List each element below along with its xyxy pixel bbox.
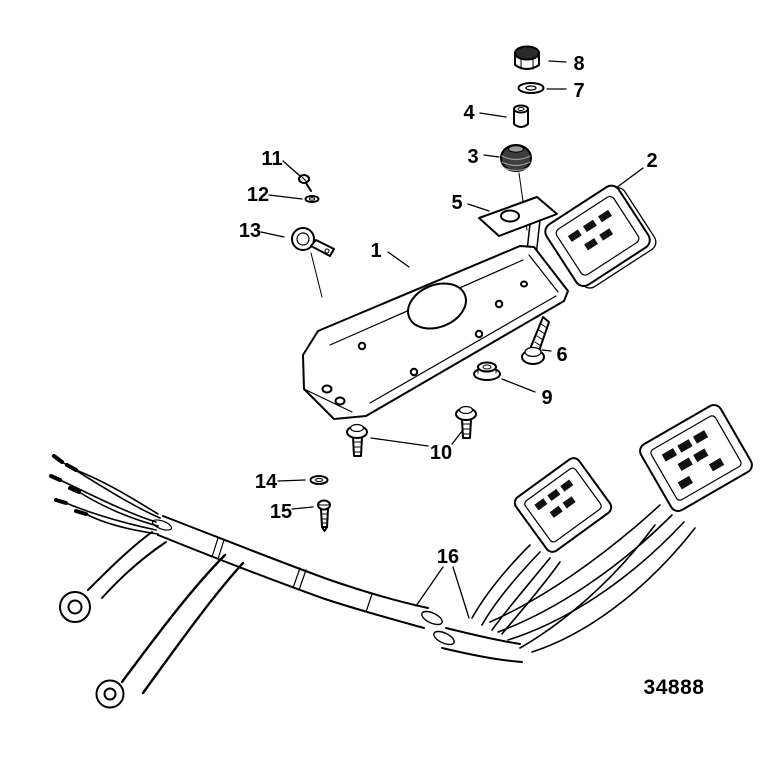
harness-connector-a [513,457,613,553]
callout-7: 7 [573,80,584,102]
callout-10: 10 [430,442,452,464]
bolt-10a [455,405,477,439]
drawing-number: 34888 [644,676,705,699]
ring-terminal-b [95,679,125,709]
bolt-6 [521,316,550,365]
callout-2: 2 [646,150,657,172]
wiring-harness-16 [49,404,753,709]
callout-16: 16 [437,546,459,568]
cable-clamp-13 [291,227,335,257]
callout-11: 11 [261,148,282,170]
callouts: 1 2 3 4 5 6 7 8 9 10 11 12 13 14 15 16 3… [239,53,705,699]
spacer-sleeve-4 [513,104,529,128]
washer-14 [309,475,329,485]
callout-9: 9 [541,387,552,409]
harness-connector-b [639,404,753,512]
callout-3: 3 [467,146,478,168]
flat-washer-7 [517,82,545,94]
mounting-plate-1 [302,245,569,420]
callout-5: 5 [451,192,462,214]
screw-15 [317,499,331,532]
relay-module [544,184,657,289]
rubber-mount-3 [500,144,532,172]
callout-12: 12 [247,184,269,206]
callout-1: 1 [370,240,381,262]
callout-4: 4 [463,102,475,124]
callout-15: 15 [270,501,292,523]
locknut-8 [514,45,540,70]
bolt-10b [346,423,368,457]
screw-11 [298,174,312,192]
leader-lines [260,60,644,619]
callout-14: 14 [255,471,278,493]
callout-13: 13 [239,220,261,242]
ring-terminal-a [59,591,91,623]
callout-8: 8 [573,53,584,75]
flange-nut-9 [473,361,501,381]
washer-12 [304,195,320,203]
callout-6: 6 [556,344,567,366]
relay-bracket-5 [478,196,558,261]
